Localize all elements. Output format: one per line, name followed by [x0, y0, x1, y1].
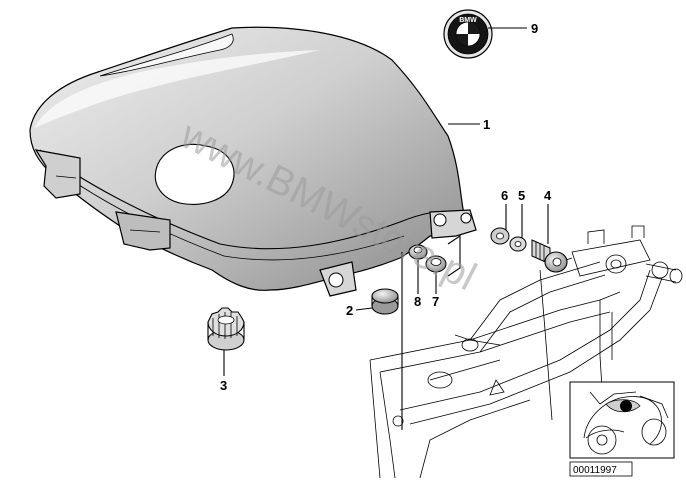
- bmw-badge-lettering: BMW: [459, 17, 477, 24]
- callout-6: 6: [501, 188, 508, 203]
- callout-1: 1: [483, 117, 490, 132]
- callout-7: 7: [432, 294, 439, 309]
- callout-8: 8: [414, 294, 421, 309]
- grommet-part-3: [207, 307, 245, 351]
- callout-5: 5: [518, 188, 525, 203]
- washer-part-5: [509, 236, 527, 252]
- bolt-part-4: [531, 239, 568, 273]
- bmw-emblem: BMW: [443, 9, 493, 59]
- frame-structure: [369, 225, 683, 479]
- rubber-buffer-part-2: [371, 288, 399, 315]
- callout-3: 3: [220, 378, 227, 393]
- callout-9: 9: [531, 21, 538, 36]
- bush-part-7: [425, 255, 447, 273]
- callout-numbers: 1 2 3 4 5 6 7 8 9: [220, 21, 552, 393]
- callout-2: 2: [346, 303, 353, 318]
- bush-part-8: [408, 244, 428, 260]
- mounting-lug-bottom: [319, 261, 357, 297]
- locator-thumbnail: 00011997: [569, 381, 675, 477]
- mounting-lug-right: [429, 209, 477, 239]
- washer-part-6: [490, 227, 510, 245]
- callout-4: 4: [544, 188, 552, 203]
- locator-marker: [620, 400, 632, 412]
- reference-number: 00011997: [573, 465, 617, 476]
- fuel-tank: [29, 26, 477, 297]
- leader-lines: [223, 27, 549, 430]
